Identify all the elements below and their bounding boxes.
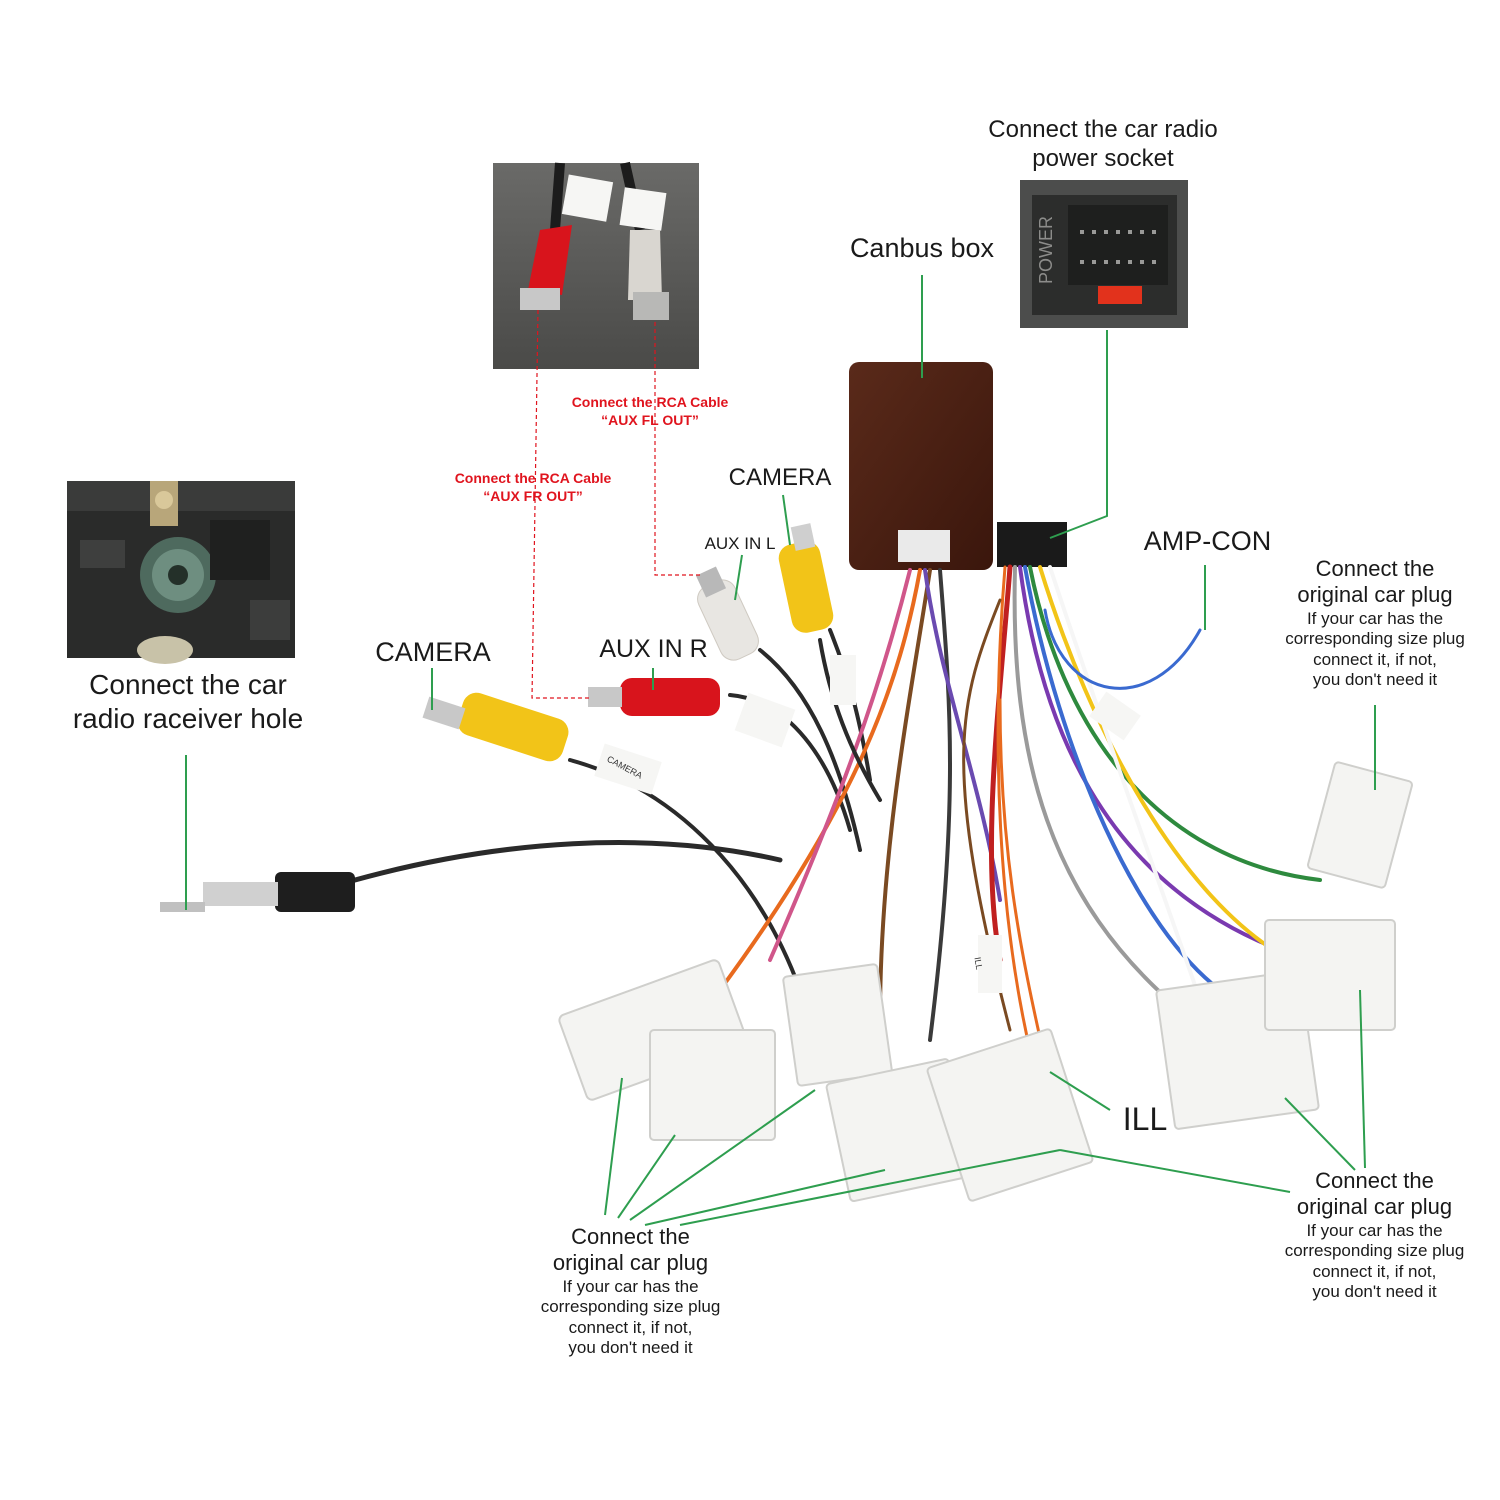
power-leader-line (1049, 330, 1108, 539)
rca-cables-photo (493, 161, 699, 369)
power-socket-photo: POWER (1020, 180, 1188, 328)
plug-note-right-top: Connect the original car plug If your ca… (1285, 556, 1465, 689)
power-socket-label: POWER (1036, 216, 1056, 284)
receiver-hole-caption: Connect the car radio raceiver hole (72, 669, 304, 734)
svg-text:ILL: ILL (972, 956, 984, 970)
plug-note-bottom-center: Connect the original car plug If your ca… (540, 1224, 721, 1357)
amp-con-label: AMP-CON (1143, 526, 1272, 556)
power-socket-caption: Connect the car radio power socket (988, 116, 1218, 172)
leader-lines (185, 275, 1376, 1226)
rca-fr-note: Connect the RCA Cable “AUX FR OUT” (454, 470, 612, 505)
ill-label: ILL (1122, 1101, 1168, 1137)
car-plugs (558, 761, 1413, 1203)
cable-tags: CAMERA ILL (594, 655, 1141, 993)
canbus-box (849, 362, 1067, 570)
camera-top-label: CAMERA (728, 464, 832, 491)
harness-wires (352, 564, 1322, 1062)
rca-fl-note: Connect the RCA Cable “AUX FL OUT” (571, 394, 729, 429)
aux-in-l-label: AUX IN L (704, 534, 776, 553)
plug-note-bottom-right: Connect the original car plug If your ca… (1284, 1168, 1465, 1301)
camera-left-label: CAMERA (375, 637, 491, 667)
aux-in-r-label: AUX IN R (599, 635, 708, 663)
canbus-box-label: Canbus box (849, 233, 995, 263)
rca-plugs (160, 523, 834, 912)
receiver-hole-photo (67, 481, 295, 664)
rca-dashed-lines (531, 309, 700, 699)
